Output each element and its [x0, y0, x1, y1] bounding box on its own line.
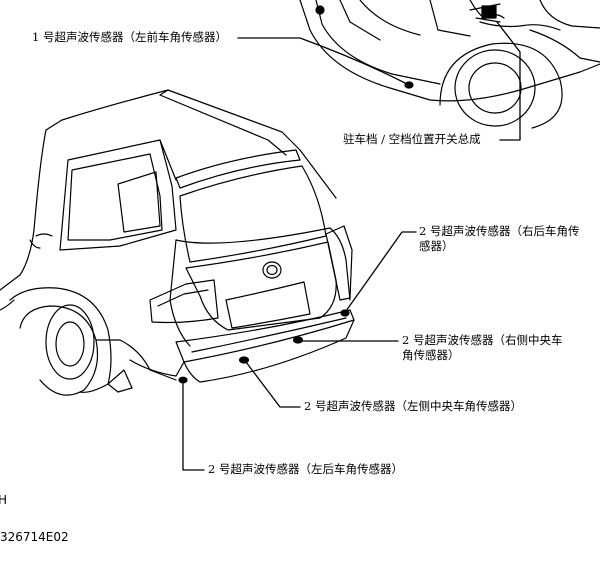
- label-sensor2-rear-right-corner: 2 号超声波传感器（右后车角传感器）: [419, 224, 580, 253]
- leader-rear-left-corner: [182, 382, 205, 471]
- leader-park-switch: [496, 21, 521, 141]
- label-sensor2-rear-left-corner: 2 号超声波传感器（左后车角传感器）: [208, 462, 403, 476]
- edge-mark: H: [0, 493, 8, 507]
- front-vehicle-drawing: [299, 0, 600, 129]
- label-park-neutral-switch: 驻车档 / 空档位置开关总成: [343, 132, 481, 146]
- rear-vehicle-drawing: [0, 89, 355, 396]
- leader-rear-right-corner: [345, 231, 417, 312]
- leader-lines: [182, 21, 521, 471]
- label-sensor2-left-center: 2 号超声波传感器（左侧中央车角传感器）: [304, 399, 522, 413]
- label-sensor1-front-left: 1 号超声波传感器（左前车角传感器）: [32, 30, 227, 44]
- leader-sensor1: [237, 37, 408, 85]
- leader-left-center: [245, 361, 301, 408]
- label-sensor2-right-center: 2 号超声波传感器（右侧中央车角传感器）: [402, 333, 563, 362]
- figure-id: 326714E02: [0, 530, 69, 544]
